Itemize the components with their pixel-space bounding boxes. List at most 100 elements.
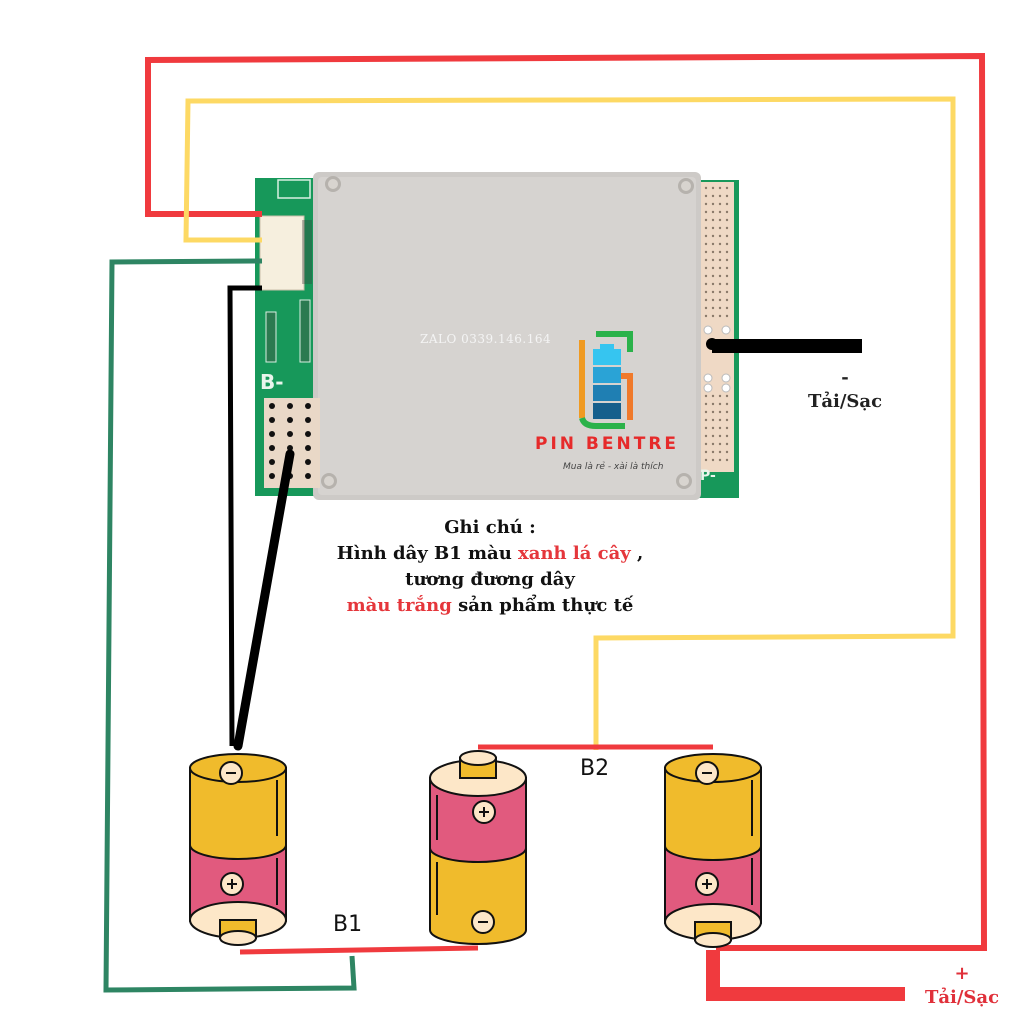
perf-dot (704, 402, 708, 406)
pin-bentre-logo (579, 331, 633, 429)
smd-components (299, 299, 311, 363)
minus-terminal-icon (471, 910, 495, 934)
perf-dot (718, 202, 722, 206)
perf-dot (718, 394, 722, 398)
note-line-3-highlight: màu trắng (346, 595, 452, 616)
note-line-1: Hình dây B1 màu xanh lá cây , (290, 541, 690, 567)
b-pad-hole (287, 445, 293, 451)
perf-dot (711, 258, 715, 262)
perf-dot (711, 410, 715, 414)
perf-dot (704, 426, 708, 430)
perf-dot (718, 282, 722, 286)
note-line-3: màu trắng sản phẩm thực tế (290, 593, 690, 619)
wire-red-b3 (145, 52, 988, 951)
plus-terminal-icon (472, 800, 496, 824)
perf-dot (718, 410, 722, 414)
perf-dot (718, 266, 722, 270)
b-pad-hole (269, 459, 275, 465)
perf-dot (704, 194, 708, 198)
perf-dot (718, 242, 722, 246)
perf-dot (718, 442, 722, 446)
perf-dot (725, 306, 729, 310)
screw-icon (676, 473, 692, 489)
perf-dot (718, 434, 722, 438)
perf-dot (711, 394, 715, 398)
perf-dot (711, 282, 715, 286)
b-pad-hole (305, 403, 311, 409)
pcb-label-b-minus: B- (260, 370, 284, 394)
perf-dot (725, 290, 729, 294)
perf-dot (704, 298, 708, 302)
perf-dot (704, 258, 708, 262)
b-pad-hole (269, 417, 275, 423)
b-pad-hole (305, 431, 311, 437)
perf-dot (704, 202, 708, 206)
b-minus-pad (264, 398, 320, 488)
perf-dot (704, 234, 708, 238)
plus-terminal-icon (695, 872, 719, 896)
node-label-b2: B2 (580, 756, 610, 781)
note-line-3-suffix: sản phẩm thực tế (451, 595, 634, 616)
perf-dot (711, 418, 715, 422)
positive-sign: + (954, 963, 970, 984)
perf-dot (725, 202, 729, 206)
note-title: Ghi chú : (444, 517, 536, 538)
minus-terminal-icon (219, 761, 243, 785)
b-pad-hole (305, 445, 311, 451)
perf-dot (718, 250, 722, 254)
perf-dot (704, 282, 708, 286)
perf-dot (725, 458, 729, 462)
perf-dot (704, 450, 708, 454)
perf-dot (718, 314, 722, 318)
perf-dot (711, 426, 715, 430)
mount-hole (721, 383, 731, 393)
note-line-1-highlight: xanh lá cây (518, 543, 631, 564)
perf-dot (718, 226, 722, 230)
smd-pads (277, 179, 311, 199)
perf-dot (704, 210, 708, 214)
perf-dot (711, 290, 715, 294)
perf-dot (704, 434, 708, 438)
perf-dot (711, 298, 715, 302)
b-pad-hole (305, 473, 311, 479)
b-pad-hole (305, 459, 311, 465)
perf-dot (718, 290, 722, 294)
negative-terminal-label: - Tải/Sạc (790, 366, 900, 414)
perf-dot (725, 426, 729, 430)
perf-dot (725, 282, 729, 286)
perf-dot (725, 402, 729, 406)
perf-dot (725, 394, 729, 398)
perf-dot (704, 290, 708, 294)
perf-dot (711, 210, 715, 214)
perf-dot (704, 242, 708, 246)
negative-text: Tải/Sạc (807, 391, 883, 412)
perf-dot (718, 274, 722, 278)
p-minus-solder (706, 338, 718, 350)
perf-dot (711, 442, 715, 446)
perf-dot (725, 226, 729, 230)
perf-dot (718, 258, 722, 262)
perf-dot (718, 210, 722, 214)
perf-dot (725, 298, 729, 302)
note-block: Ghi chú : Hình dây B1 màu xanh lá cây , … (290, 515, 690, 619)
b-pad-hole (269, 445, 275, 451)
b-pad-hole (269, 403, 275, 409)
node-label-b1: B1 (333, 912, 363, 937)
perf-dot (725, 218, 729, 222)
perf-dot (725, 266, 729, 270)
perf-dot (704, 186, 708, 190)
perf-dot (725, 418, 729, 422)
perf-dot (711, 186, 715, 190)
perf-dot (704, 226, 708, 230)
perf-dot (725, 442, 729, 446)
perf-dot (711, 314, 715, 318)
wire-red-series-b1 (239, 945, 479, 955)
b-pad-hole (269, 473, 275, 479)
perf-dot (711, 218, 715, 222)
battery-cell-1 (189, 753, 287, 946)
perf-dot (725, 242, 729, 246)
perf-dot (704, 218, 708, 222)
positive-terminal-label: + Tải/Sạc (900, 962, 1024, 1010)
perf-dot (718, 218, 722, 222)
perf-dot (704, 274, 708, 278)
